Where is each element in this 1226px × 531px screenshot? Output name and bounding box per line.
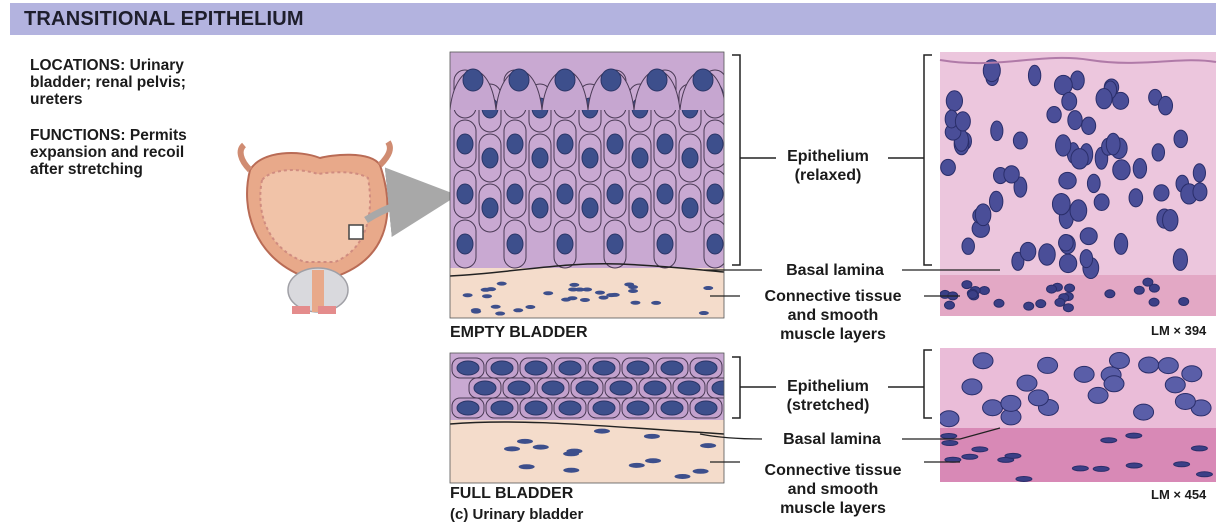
empty-bladder-diagram (449, 51, 725, 319)
caption-empty-bladder: EMPTY BLADDER (450, 324, 588, 341)
label-epithelium-relaxed: Epithelium (relaxed) (787, 148, 869, 184)
bladder-illustration (237, 140, 458, 314)
full-bladder-diagram (449, 352, 725, 484)
figure-caption: (c) Urinary bladder (450, 506, 584, 523)
bracket-micrograph-stretched (888, 349, 932, 419)
bracket-micrograph-relaxed (888, 54, 932, 266)
label-epithelium-stretched: Epithelium (stretched) (786, 378, 870, 414)
label-connective-empty: Connective tissue and smooth muscle laye… (764, 288, 902, 343)
label-basal-lamina-empty: Basal lamina (786, 262, 884, 279)
leader-lines (699, 269, 1001, 463)
magnification-full: LM × 454 (1151, 487, 1207, 502)
magnification-empty: LM × 394 (1151, 323, 1207, 338)
functions-text: FUNCTIONS: Permits expansion and recoil … (30, 127, 187, 178)
caption-full-bladder: FULL BLADDER (450, 485, 574, 502)
bracket-epithelium-empty (732, 54, 776, 266)
bracket-epithelium-full (732, 356, 776, 419)
title-banner: TRANSITIONAL EPITHELIUM (10, 3, 1216, 35)
locations-text: LOCATIONS: Urinary bladder; renal pelvis… (30, 57, 186, 108)
label-basal-lamina-full: Basal lamina (783, 431, 881, 448)
micrograph-relaxed (939, 52, 1217, 316)
page-title: TRANSITIONAL EPITHELIUM (24, 8, 304, 30)
micrograph-stretched (940, 348, 1216, 482)
label-connective-full: Connective tissue and smooth muscle laye… (764, 462, 902, 517)
